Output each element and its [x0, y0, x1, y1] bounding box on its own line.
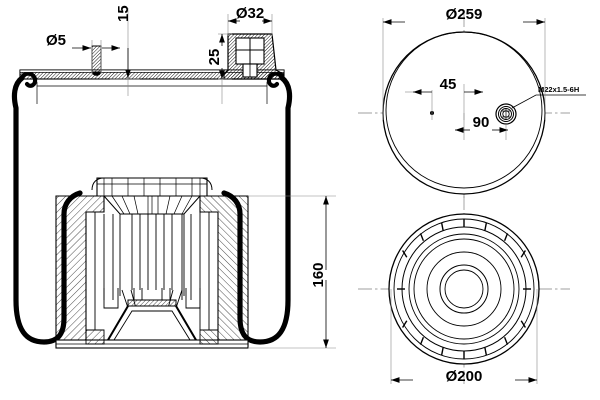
radial-rib-segments: [397, 219, 531, 359]
dimension-top-plate-dia: Ø259: [382, 6, 546, 120]
dimension-label-top-plate-dia: Ø259: [446, 6, 483, 23]
dimension-offset-90: 90: [455, 113, 508, 140]
piston-hub-circle-inner: [444, 269, 484, 309]
dimension-label-height-15: 15: [115, 5, 132, 22]
dimension-port-height: 25: [206, 33, 232, 104]
cross-section-view: Ø5 15 Ø32 25: [11, 5, 336, 349]
dimension-bore-small: Ø5: [46, 32, 120, 74]
dimension-overall-height: 160: [248, 195, 336, 349]
air-port-boss: [223, 33, 284, 80]
dimension-label-offset-90: 90: [473, 114, 490, 131]
top-plate-inner-circle: [385, 31, 543, 189]
piston-outer-circle: [388, 213, 540, 365]
thread-callout-label: M22x1.5-6H: [538, 85, 579, 94]
dimension-port-bore: Ø32: [227, 5, 273, 36]
stud-bolt-d5: [91, 45, 102, 76]
piston-step-circle-1: [408, 233, 520, 345]
dimension-label-offset-45: 45: [440, 76, 457, 93]
piston-step-circle-3: [426, 251, 502, 327]
air-port-thread: [495, 103, 517, 125]
dimension-label-piston-dia: Ø200: [446, 368, 483, 385]
dimension-label-overall-height: 160: [310, 262, 327, 287]
thread-callout: M22x1.5-6H: [511, 85, 586, 109]
piston-hub-circle-outer: [439, 264, 489, 314]
dimension-label-bore-small: Ø5: [46, 32, 66, 49]
dimension-label-port-bore: Ø32: [236, 5, 264, 22]
dimension-offset-45: 45: [405, 76, 483, 120]
top-view: M22x1.5-6H Ø259 45 90: [358, 6, 586, 198]
dimension-height-15: 15: [110, 5, 140, 96]
bottom-view: Ø200: [358, 196, 570, 385]
dimension-label-port-height: 25: [206, 49, 223, 66]
top-cover-plate: [19, 69, 285, 80]
dimension-piston-dia: Ø200: [390, 289, 538, 385]
piston-body: [55, 177, 249, 349]
piston-step-circle-2: [413, 238, 515, 340]
